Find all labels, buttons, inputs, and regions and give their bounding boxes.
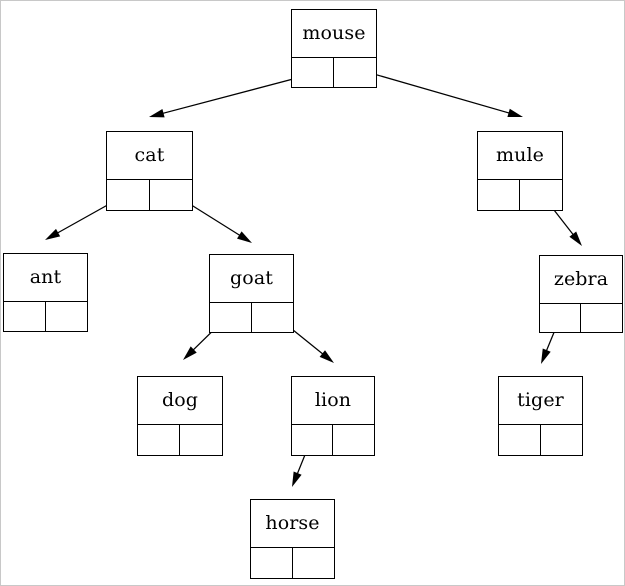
tree-node-label: cat <box>134 144 165 166</box>
pointer-cell-left <box>540 304 581 332</box>
tree-node-label: ant <box>29 266 62 288</box>
pointer-cell-right <box>520 180 562 210</box>
tree-node-lion[interactable]: lion <box>291 376 375 456</box>
pointer-cell-right <box>581 304 622 332</box>
edge-arrowhead <box>149 109 165 118</box>
edge-arrowhead <box>541 348 551 364</box>
edge-arrowhead <box>45 228 61 240</box>
tree-node-pointer-cells <box>251 547 334 578</box>
pointer-cell-left <box>138 425 180 455</box>
tree-node-pointer-cells <box>4 301 87 331</box>
tree-node-cat[interactable]: cat <box>106 131 193 211</box>
tree-node-label: lion <box>314 389 352 411</box>
pointer-cell-left <box>478 180 520 210</box>
pointer-cell-right <box>46 302 88 331</box>
tree-node-dog[interactable]: dog <box>137 376 223 456</box>
edge-arrowhead <box>319 350 334 363</box>
pointer-cell-right <box>180 425 222 455</box>
edge-arrowhead <box>569 231 582 246</box>
tree-node-pointer-cells <box>138 424 222 455</box>
pointer-cell-right <box>293 548 335 578</box>
tree-node-label: mule <box>496 144 544 166</box>
pointer-cell-left <box>4 302 46 331</box>
tree-node-pointer-cells <box>107 179 192 210</box>
tree-node-label: tiger <box>517 389 564 411</box>
pointer-cell-left <box>499 425 541 455</box>
tree-node-pointer-cells <box>292 57 376 87</box>
tree-node-tiger[interactable]: tiger <box>498 376 583 456</box>
edge-arrowhead <box>292 471 302 487</box>
pointer-cell-right <box>334 58 376 87</box>
tree-node-label: horse <box>265 512 320 534</box>
pointer-cell-right <box>150 180 193 210</box>
edge-arrowhead <box>237 231 252 243</box>
pointer-cell-left <box>251 548 293 578</box>
tree-node-label: goat <box>230 267 273 289</box>
pointer-cell-right <box>252 303 294 332</box>
pointer-cell-left <box>107 180 150 210</box>
edge-arrowhead <box>183 346 197 360</box>
pointer-cell-left <box>292 425 333 455</box>
tree-node-pointer-cells <box>499 424 582 455</box>
tree-node-mule[interactable]: mule <box>477 131 563 211</box>
pointer-cell-left <box>210 303 252 332</box>
pointer-cell-left <box>292 58 334 87</box>
tree-node-ant[interactable]: ant <box>3 253 88 332</box>
tree-node-pointer-cells <box>478 179 562 210</box>
tree-node-zebra[interactable]: zebra <box>539 255 623 333</box>
tree-node-pointer-cells <box>210 302 293 332</box>
tree-node-horse[interactable]: horse <box>250 499 335 579</box>
tree-node-pointer-cells <box>540 303 622 332</box>
tree-node-mouse[interactable]: mouse <box>291 9 377 88</box>
tree-node-goat[interactable]: goat <box>209 254 294 333</box>
tree-node-pointer-cells <box>292 424 374 455</box>
tree-edge-mouse-mule <box>352 67 523 117</box>
tree-node-label: mouse <box>302 22 366 44</box>
tree-node-label: dog <box>161 389 199 411</box>
pointer-cell-right <box>333 425 374 455</box>
pointer-cell-right <box>541 425 583 455</box>
edge-arrowhead <box>507 108 523 117</box>
tree-node-label: zebra <box>553 268 609 290</box>
